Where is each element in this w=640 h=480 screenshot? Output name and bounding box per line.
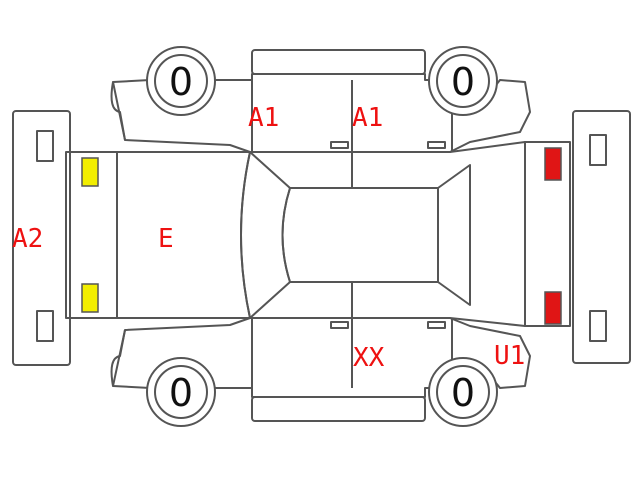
tire-rear-right [428, 357, 498, 427]
rear-bumper-slot-bottom [589, 310, 607, 342]
tire-label-front-left: 0 [169, 60, 193, 104]
tire-rear-left [428, 46, 498, 116]
front-lamp-top [81, 157, 99, 187]
top-door-handle-front [330, 141, 349, 149]
bottom-side-skirt [251, 396, 426, 422]
tire-label-rear-right: 0 [451, 371, 475, 415]
rear-panel [524, 141, 571, 327]
damage-code-front-bumper: A2 [12, 224, 43, 254]
front-bumper [12, 110, 71, 366]
front-panel [65, 151, 118, 319]
bottom-side-divider [251, 318, 453, 388]
top-door-handle-rear [427, 141, 446, 149]
bottom-door-handle-rear [427, 321, 446, 329]
bottom-door-handle-front [330, 321, 349, 329]
rear-window [437, 164, 471, 306]
front-bumper-slot-bottom [36, 310, 54, 342]
tire-front-right [146, 357, 216, 427]
damage-code-right-rear-door: XX [353, 343, 385, 373]
rear-bumper-slot-top [589, 134, 607, 166]
damage-code-front-left-door: A1 [248, 103, 279, 133]
tire-label-front-right: 0 [169, 371, 193, 415]
rear-lamp-top [544, 147, 562, 181]
damage-code-rear-left-door: A1 [352, 103, 383, 133]
hood [116, 151, 251, 319]
top-side-skirt [251, 49, 426, 75]
bottom-fender-front [110, 329, 126, 387]
tire-front-left [146, 46, 216, 116]
roof [281, 187, 439, 283]
damage-code-hood: E [158, 224, 174, 254]
rear-bumper [572, 110, 631, 364]
damage-code-right-rear-quarter: U1 [494, 341, 525, 371]
front-lamp-bottom [81, 283, 99, 313]
rear-lamp-bottom [544, 291, 562, 325]
front-bumper-slot-top [36, 130, 54, 162]
top-fender-front [110, 81, 126, 141]
tire-label-rear-left: 0 [451, 60, 475, 104]
